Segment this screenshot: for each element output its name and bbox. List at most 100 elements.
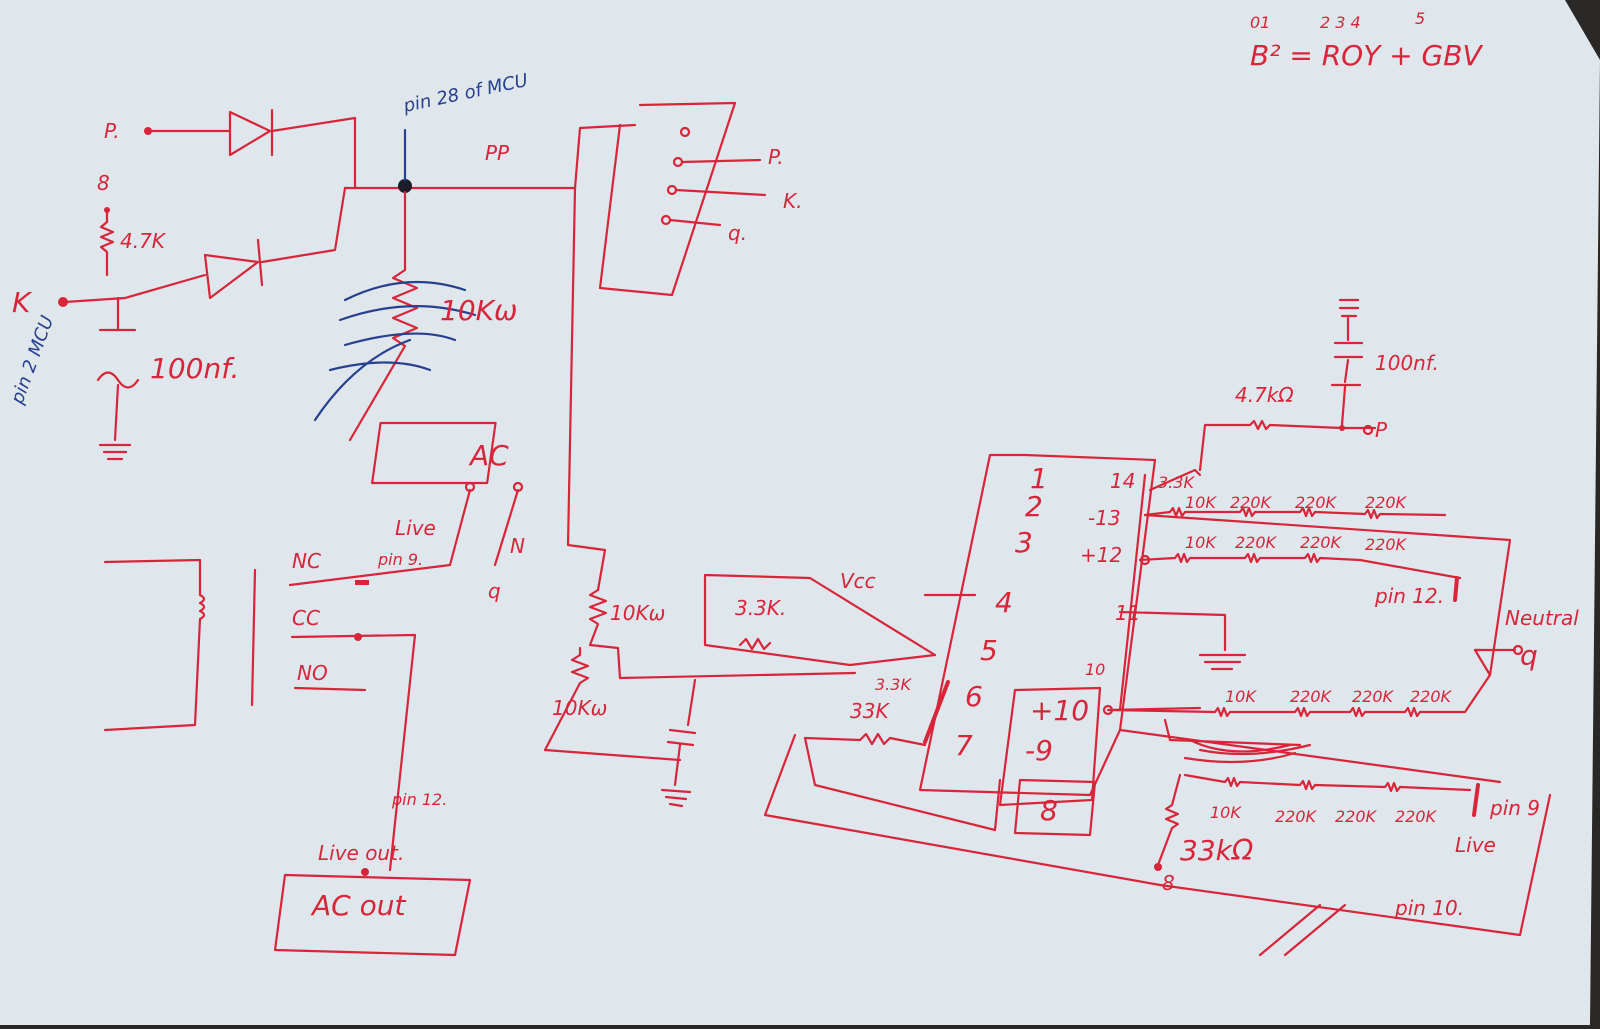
resistor-47k	[99, 210, 115, 277]
wire-ground	[113, 383, 120, 442]
wire-cc	[290, 633, 417, 872]
row3-r2: 220K	[1290, 687, 1333, 706]
diode-1	[228, 108, 274, 157]
ic-body	[918, 453, 1157, 797]
ladder-row-2	[1138, 552, 1462, 580]
relay-live-out-label: Live out.	[318, 841, 404, 865]
relay-armature	[250, 568, 257, 707]
ac-box	[371, 421, 497, 485]
bottom-return-wire	[763, 733, 1552, 937]
ladder-r33k-bottom	[1156, 773, 1182, 867]
top-cap	[1330, 316, 1364, 427]
pin12-mark	[1453, 576, 1459, 602]
cc-contact	[354, 633, 362, 641]
divider-r2-label: 10Kω	[552, 696, 607, 720]
scribbled-resistor	[348, 190, 419, 442]
ic-pin-right-plus10: +10	[1030, 694, 1089, 727]
row4-r2: 220K	[1275, 807, 1318, 826]
ladder-p-label: P	[1375, 418, 1388, 442]
resistor-ladder: 100nf. 4.7kΩ P 3.3K 10K 220K 220K 220K 1…	[1102, 298, 1579, 957]
relay-section: AC Live pin 9. N q NC CC NO pin 12. Live…	[103, 421, 525, 957]
ic-right-bus	[1118, 473, 1147, 712]
ladder-neutral-label: Neutral	[1505, 606, 1579, 630]
ladder-8-label: 8	[1162, 871, 1175, 895]
ladder-r47k-label: 4.7kΩ	[1235, 383, 1294, 407]
ic-pin-right-8: 8	[1040, 794, 1058, 827]
r33k-bottom-label: 33K	[850, 699, 890, 723]
opamp-ic: 1 2 3 4 5 6 7 14 -13 +12 11 10 +10 -9 8 …	[703, 453, 1552, 937]
ladder-row-4	[1183, 773, 1472, 793]
r330k-loop	[703, 573, 937, 667]
divider-r1-label: 10Kω	[610, 601, 665, 625]
relay-no-label: NO	[297, 661, 328, 685]
ac-out-label: AC out	[310, 889, 406, 922]
pin10-wire	[1106, 706, 1202, 712]
wire-divider-top	[566, 186, 607, 592]
ic-pin-left-6: 6	[965, 680, 983, 713]
ladder-row-1	[1143, 506, 1447, 520]
resistor-47k-label: 4.7K	[120, 229, 167, 253]
relay-cc-label: CC	[292, 606, 320, 630]
pin9-mark	[1472, 783, 1480, 817]
row2-r1: 10K	[1185, 533, 1217, 552]
row3-r1: 10K	[1225, 687, 1257, 706]
top-battery-symbol	[1338, 298, 1360, 318]
row2-node	[1139, 554, 1151, 566]
node-pp-label: PP	[485, 141, 510, 165]
relay-coil	[103, 558, 206, 732]
connector-lead-p	[680, 158, 762, 164]
divider-capacitor	[666, 678, 697, 787]
ladder-pin10-label: pin 10.	[1394, 896, 1464, 920]
r330k-symbol	[738, 637, 772, 651]
ic-pin-left-3: 3	[1015, 526, 1033, 559]
ac-out-box	[273, 873, 472, 957]
r33k-feedback	[803, 736, 1002, 832]
wire-diode1-out	[270, 116, 357, 190]
label-k: K	[12, 286, 33, 319]
no-contact	[293, 686, 367, 692]
wire-to-connector	[573, 123, 637, 190]
formula-text: B² = ROY + GBV	[1250, 39, 1483, 72]
connector-lead-k	[674, 188, 767, 197]
node-k	[58, 297, 68, 307]
formula-superscript-2: 2 3 4	[1320, 13, 1361, 32]
live-out-node	[361, 868, 369, 876]
connector-label-k: K.	[783, 189, 802, 213]
pin11-ground	[1118, 610, 1247, 671]
connector-pin-1	[679, 126, 691, 138]
row1-r2: 220K	[1230, 493, 1273, 512]
row4-r4: 220K	[1395, 807, 1438, 826]
ladder-r33k-small: 3.3K	[1158, 473, 1195, 492]
p-terminal	[1362, 424, 1374, 436]
ladder-row-3	[1108, 673, 1492, 718]
connector-lead-q	[668, 218, 722, 227]
formula-superscript-3: 5	[1415, 9, 1425, 28]
ic-vcc-label: Vcc	[840, 569, 876, 593]
hatch-marks	[1258, 903, 1347, 957]
r33k-wire	[803, 732, 927, 747]
ic-pin-left-5: 5	[980, 634, 998, 667]
ladder-pin12-label: pin 12.	[1374, 584, 1444, 608]
wire-divider-mid	[588, 643, 857, 680]
formula-superscript-1: 01	[1250, 13, 1270, 32]
row3-r4: 220K	[1410, 687, 1453, 706]
cap-plate-bottom	[96, 371, 140, 389]
connector-body	[598, 101, 737, 297]
ic-pin-right-12: +12	[1080, 543, 1122, 567]
neutral-terminal	[1512, 644, 1524, 656]
row2-r2: 220K	[1235, 533, 1278, 552]
divider-r2	[543, 646, 682, 762]
scribbled-resistor-label: 10Kω	[440, 294, 517, 327]
cap-100nf-label: 100nf.	[150, 352, 239, 385]
wire-neutral	[493, 488, 520, 567]
node-p	[144, 127, 152, 135]
p-node	[1339, 425, 1345, 431]
ground-symbol-1	[98, 443, 132, 461]
divider-r1	[588, 588, 608, 647]
row4-r1: 10K	[1210, 803, 1242, 822]
ic-pin-right-13: -13	[1088, 506, 1121, 530]
divider-section: 10Kω 10Kω	[543, 186, 857, 808]
row3-r3: 220K	[1352, 687, 1395, 706]
